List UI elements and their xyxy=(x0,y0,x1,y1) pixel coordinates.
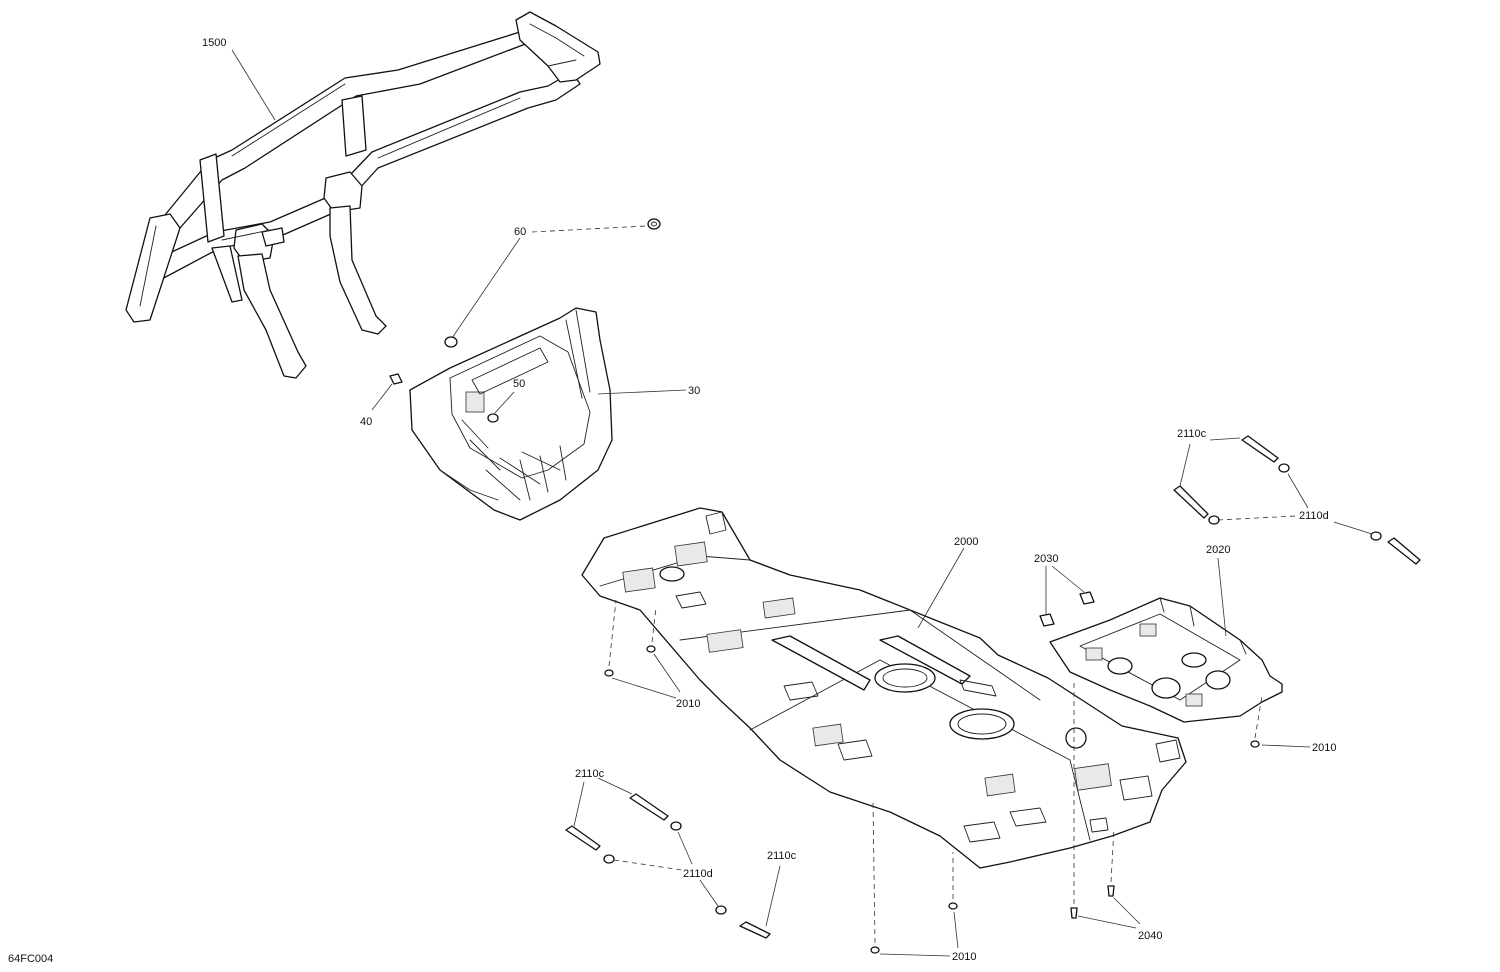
grommet-part xyxy=(444,336,458,348)
leader-2110c-bottom xyxy=(765,865,781,927)
dash-2010-left-b xyxy=(651,607,657,643)
dash-leader-60 xyxy=(531,225,647,233)
callout-40: 40 xyxy=(360,416,372,428)
dash-2110d-left xyxy=(613,859,683,871)
fastener-part-2010-bottom xyxy=(870,902,958,954)
callout-2110c-left: 2110c xyxy=(575,768,605,780)
leader-2110d-right-a xyxy=(1287,473,1309,509)
dash-2010-bottom-a xyxy=(872,799,876,944)
callout-2010-right: 2010 xyxy=(1312,742,1336,754)
dash-2010-right xyxy=(1254,695,1263,739)
callout-60: 60 xyxy=(514,226,526,238)
callout-2040: 2040 xyxy=(1138,930,1162,942)
front-bumper-part xyxy=(125,11,601,379)
screw-part-40 xyxy=(389,373,403,385)
callout-50: 50 xyxy=(513,378,525,390)
leader-50 xyxy=(493,391,515,415)
leader-2010-left-b xyxy=(653,653,681,693)
nut-part-2110d-left xyxy=(603,821,727,915)
leader-30 xyxy=(597,389,687,395)
skid-plate-part-2000 xyxy=(581,507,1187,869)
leader-2110c-right-a xyxy=(1209,437,1241,441)
clip-part-2030 xyxy=(1039,591,1095,627)
callout-2110d-left: 2110d xyxy=(683,868,713,880)
dash-leader-2110d-right xyxy=(1217,515,1297,521)
dash-2040-b xyxy=(1110,827,1115,883)
diagram-code: 64FC004 xyxy=(8,953,53,965)
bolt-part-2110c-left xyxy=(565,793,771,939)
rear-plate-part-2020 xyxy=(1049,597,1283,723)
nut-part-60 xyxy=(647,218,661,230)
screw-part-2040 xyxy=(1070,885,1115,919)
callout-30: 30 xyxy=(688,385,700,397)
callout-1500: 1500 xyxy=(202,37,226,49)
leader-2010-bottom-b xyxy=(953,911,959,949)
callout-2020: 2020 xyxy=(1206,544,1230,556)
bolt-part-2110c-right xyxy=(1173,435,1421,565)
nut-part-2110d-right xyxy=(1208,463,1382,541)
leader-2040-b xyxy=(1113,897,1141,925)
fastener-part-2010-right xyxy=(1250,740,1260,748)
leader-2020 xyxy=(1217,557,1227,637)
leader-2110d-left-b xyxy=(699,879,719,907)
leader-2110d-left-a xyxy=(677,831,693,865)
leader-40 xyxy=(371,383,393,411)
housing-part-30 xyxy=(409,307,613,521)
leader-2110d-right-b xyxy=(1333,521,1373,535)
leader-2010-right xyxy=(1261,744,1311,748)
leader-2040-a xyxy=(1077,915,1137,929)
callout-2000: 2000 xyxy=(954,536,978,548)
callout-2110c-right: 2110c xyxy=(1177,428,1207,440)
leader-2000 xyxy=(917,547,965,629)
callout-2010-left: 2010 xyxy=(676,698,700,710)
fastener-part-50 xyxy=(487,413,499,423)
leader-2110c-right-b xyxy=(1179,443,1191,487)
leader-1500 xyxy=(231,49,276,121)
callout-2110d-right: 2110d xyxy=(1299,510,1329,522)
callout-2110c-bottom: 2110c xyxy=(767,850,797,862)
leader-2110c-left-b xyxy=(573,781,585,827)
leader-2010-left-a xyxy=(611,677,677,699)
leader-60 xyxy=(451,237,521,339)
fastener-part-2010-left xyxy=(604,645,656,677)
callout-2010-bottom: 2010 xyxy=(952,951,976,963)
callout-2030: 2030 xyxy=(1034,553,1058,565)
dash-2010-left-a xyxy=(608,599,617,667)
leader-2010-bottom-a xyxy=(879,953,951,957)
leader-2030-a xyxy=(1051,565,1085,593)
leader-2110c-left-a xyxy=(597,777,633,795)
